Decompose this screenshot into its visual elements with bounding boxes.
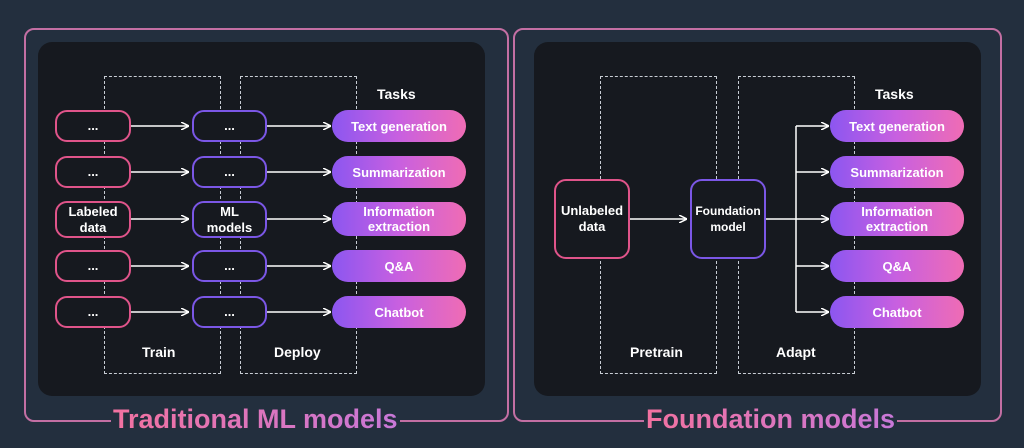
foundation-task-summarization: Summarization <box>830 156 964 188</box>
task-text-generation: Text generation <box>332 110 466 142</box>
input-node-1: ... <box>55 110 131 142</box>
model-node-1: ... <box>192 110 267 142</box>
traditional-tasks-heading: Tasks <box>377 86 416 102</box>
model-node-4: ... <box>192 250 267 282</box>
traditional-title-text: Traditional ML models <box>113 404 398 434</box>
task-summarization: Summarization <box>332 156 466 188</box>
model-node-2: ... <box>192 156 267 188</box>
unlabeled-data-node: Unlabeled data <box>554 179 630 259</box>
labeled-data-node: Labeled data <box>55 201 131 238</box>
ml-models-node: ML models <box>192 201 267 238</box>
foundation-model-node: Foundation model <box>690 179 766 259</box>
input-node-5: ... <box>55 296 131 328</box>
foundation-tasks-heading: Tasks <box>875 86 914 102</box>
traditional-panel-title: Traditional ML models <box>111 404 400 434</box>
input-node-4: ... <box>55 250 131 282</box>
adapt-stage-label: Adapt <box>776 344 816 360</box>
deploy-stage-label: Deploy <box>274 344 321 360</box>
foundation-task-text-generation: Text generation <box>830 110 964 142</box>
pretrain-stage-label: Pretrain <box>630 344 683 360</box>
task-chatbot: Chatbot <box>332 296 466 328</box>
foundation-task-qa: Q&A <box>830 250 964 282</box>
task-qa: Q&A <box>332 250 466 282</box>
task-information-extraction: Information extraction <box>332 202 466 236</box>
model-node-5: ... <box>192 296 267 328</box>
foundation-task-information-extraction: Information extraction <box>830 202 964 236</box>
foundation-panel-title: Foundation models <box>644 404 897 434</box>
input-node-2: ... <box>55 156 131 188</box>
train-stage-label: Train <box>142 344 176 360</box>
foundation-task-chatbot: Chatbot <box>830 296 964 328</box>
foundation-title-text: Foundation models <box>646 404 895 434</box>
